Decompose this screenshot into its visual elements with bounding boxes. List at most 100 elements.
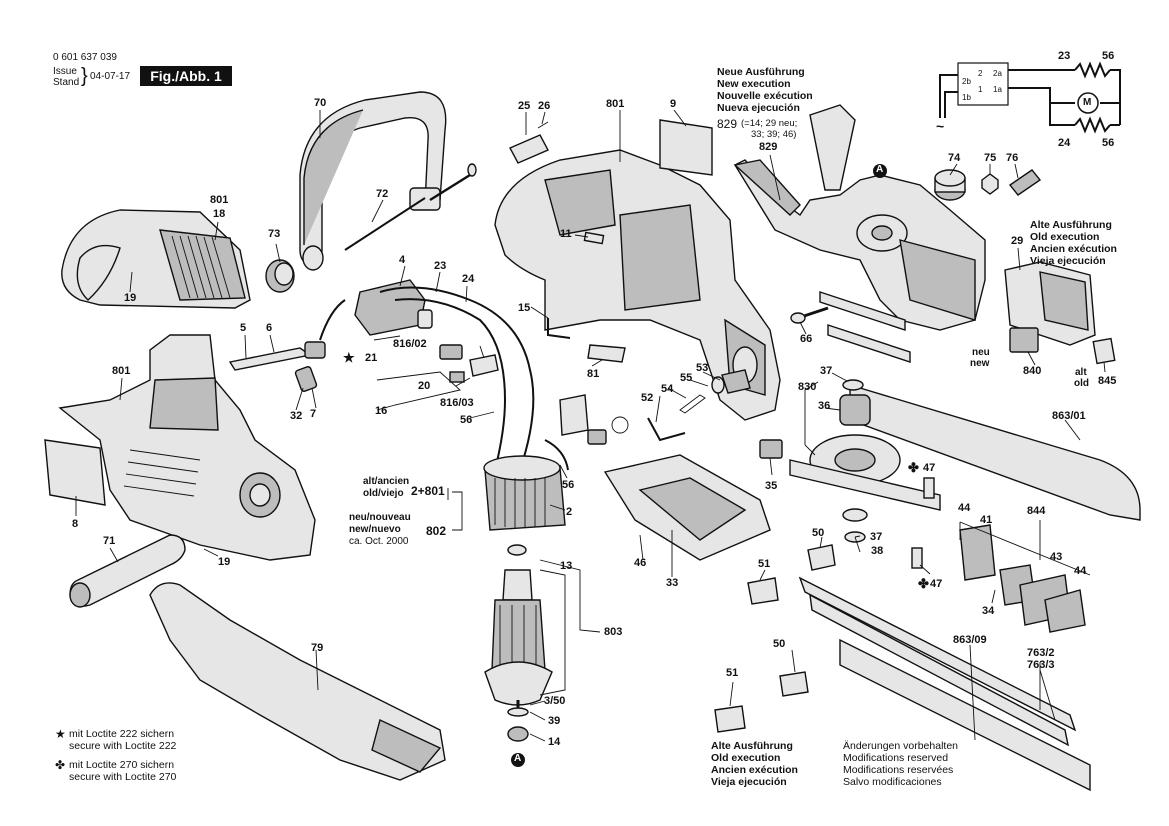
- small-parts-15-81-shape: [547, 318, 626, 363]
- callout-43: 43: [1050, 551, 1063, 563]
- new-nuevo-label: new/nuevo: [349, 524, 401, 535]
- callout-51b: 51: [726, 667, 739, 679]
- circuit-label-2a: 2a: [993, 69, 1002, 78]
- old-version-bottom-en: Old execution: [711, 752, 781, 764]
- callout-37b: 37: [870, 531, 883, 543]
- callout-803: 803: [604, 626, 623, 638]
- callout-44a: 44: [958, 502, 971, 514]
- callout-6: 6: [266, 322, 273, 334]
- callout-350: 3/50: [544, 695, 566, 707]
- doc-number: 0 601 637 039: [53, 52, 117, 63]
- base-plate-33-shape: [603, 454, 771, 561]
- knob-74-shape: [934, 169, 966, 201]
- part-829-number: 829: [717, 117, 738, 131]
- circuit-label-1: 1: [978, 85, 983, 94]
- loctite-222-de: mit Loctite 222 sichern: [69, 728, 175, 740]
- callout-72: 72: [376, 188, 389, 200]
- issue-date: 04-07-17: [90, 71, 131, 82]
- blade-863-09-shape: [839, 638, 1091, 792]
- callout-801b: 801: [112, 365, 131, 377]
- blocks-844-shape: [959, 524, 1086, 633]
- callout-54: 54: [661, 383, 674, 395]
- stand-label: Stand: [53, 77, 80, 88]
- old-version-bottom-de: Alte Ausführung: [711, 740, 793, 752]
- callout-26: 26: [538, 100, 551, 112]
- callout-11: 11: [560, 228, 572, 240]
- gearbox-29-shape: [1004, 261, 1096, 346]
- callout-79: 79: [311, 642, 324, 654]
- blade-763-shape: [798, 576, 1077, 747]
- brace-glyph: }: [81, 65, 88, 87]
- callout-39: 39: [548, 715, 561, 727]
- callout-52: 52: [641, 392, 654, 404]
- loctite-270-de: mit Loctite 270 sichern: [69, 759, 175, 771]
- new-version-note: Neue Ausführung New execution Nouvelle e…: [717, 66, 813, 114]
- callout-38: 38: [871, 545, 884, 557]
- guide-plates-shape: [819, 291, 911, 363]
- old-version-top-en: Old execution: [1030, 231, 1100, 243]
- callout-8: 8: [72, 518, 79, 530]
- circuit-label-2b: 2b: [962, 77, 971, 86]
- label-plate-8-shape: [44, 439, 106, 506]
- callout-2: 2: [566, 506, 573, 518]
- old-small-label: old: [1074, 378, 1089, 389]
- screw-66-shape: [790, 306, 829, 324]
- grip-71-shape: [69, 534, 186, 608]
- star-mark: ★: [55, 727, 66, 741]
- callout-81602: 816/02: [393, 338, 427, 350]
- circuit-label-1b: 1b: [962, 93, 971, 102]
- callout-830: 830: [798, 381, 817, 393]
- brush-25-shape: [509, 121, 549, 164]
- callout-46: 46: [634, 557, 647, 569]
- callout-844: 844: [1027, 505, 1046, 517]
- callout-86301: 863/01: [1052, 410, 1086, 422]
- old-viejo-label: old/viejo: [363, 488, 404, 499]
- screw-72-shape: [344, 163, 477, 251]
- old-version-note-bottom: Alte Ausführung Old execution Ancien exé…: [711, 740, 798, 788]
- callout-801c: 801: [606, 98, 625, 110]
- old-version-bottom-es: Vieja ejecución: [711, 776, 787, 788]
- circuit-label-24: 24: [1058, 137, 1071, 149]
- stator-2-shape: [483, 455, 566, 531]
- callout-7: 7: [310, 408, 317, 420]
- clamp-51-shape: [714, 577, 779, 733]
- clamp-7-shape: [294, 366, 318, 392]
- felt-840-845-shape: [1009, 327, 1116, 365]
- callout-36: 36: [818, 400, 831, 412]
- old-version-top-fr: Ancien exécution: [1030, 243, 1117, 255]
- loctite-222-en: secure with Loctite 222: [69, 740, 177, 752]
- modifications-note: Änderungen vorbehalten Modifications res…: [843, 740, 958, 788]
- ref-a-top: A: [876, 164, 884, 175]
- circuit-label-23: 23: [1058, 50, 1071, 62]
- guard-79-shape: [149, 582, 446, 781]
- callout-34: 34: [982, 605, 995, 617]
- callout-7633: 763/3: [1027, 659, 1055, 671]
- alt-ancien-label: alt/ancien: [363, 476, 410, 487]
- new-version-de: Neue Ausführung: [717, 66, 805, 78]
- clamp-50-shape: [779, 544, 836, 697]
- callout-19b: 19: [218, 556, 231, 568]
- cord-6-shape: [228, 341, 326, 371]
- neu-small-label: neu: [972, 347, 990, 358]
- callout-76: 76: [1006, 152, 1019, 164]
- callout-66: 66: [800, 333, 813, 345]
- block-35-shape: [759, 439, 783, 459]
- alt-ref: 2+801: [411, 484, 445, 498]
- callout-71: 71: [103, 535, 116, 547]
- callout-801a: 801: [210, 194, 229, 206]
- new-version-es: Nueva ejecución: [717, 102, 800, 114]
- callout-56b: 56: [562, 479, 575, 491]
- callout-13: 13: [560, 560, 573, 572]
- callout-16: 16: [375, 405, 388, 417]
- issue-label: Issue: [53, 66, 77, 77]
- gear-830-shape: [789, 379, 941, 543]
- old-version-top-de: Alte Ausführung: [1030, 219, 1112, 231]
- armature-13-shape: [484, 544, 553, 742]
- callout-50a: 50: [812, 527, 825, 539]
- motor-symbol: M: [1083, 97, 1092, 108]
- callout-19a: 19: [124, 292, 137, 304]
- modifications-es: Salvo modificaciones: [843, 776, 942, 788]
- circuit-label-2: 2: [978, 69, 983, 78]
- ac-symbol: ~: [936, 118, 945, 134]
